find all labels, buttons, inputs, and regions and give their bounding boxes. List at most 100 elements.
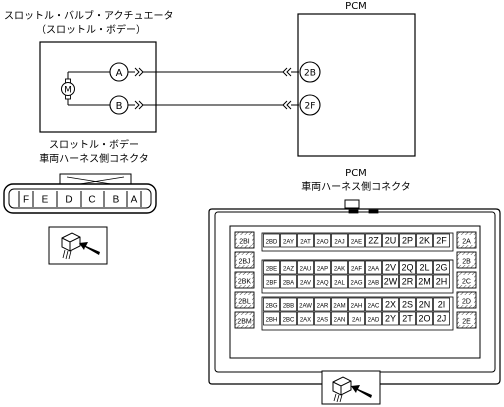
pcm-connector-subtitle: 車両ハーネス側コネクタ: [301, 180, 411, 193]
pcm-pin-label: 2AP: [317, 267, 328, 273]
pcm-pin-cell: [331, 274, 348, 289]
terminal-a-label: A: [116, 68, 123, 79]
throttle-connector-pin: A: [131, 195, 138, 206]
pcm-pin-label: 2AS: [317, 318, 328, 324]
pcm-pin-label: 2AM: [333, 304, 345, 310]
pcm-pin-cell: [348, 311, 365, 326]
pcm-pin-cell: [297, 274, 314, 289]
pcm-box: [297, 13, 416, 157]
throttle-body-box: [39, 41, 157, 133]
pcm-pin-cell: [382, 233, 399, 248]
pcm-pin-cell: [331, 311, 348, 326]
pcm-pin-label: 2AY: [283, 240, 294, 246]
pcm-pin-cell: [382, 297, 399, 312]
pcm-pin-cell: [263, 274, 280, 289]
pcm-pin-cell: [348, 297, 365, 312]
pcm-pin-cell: [382, 274, 399, 289]
pcm-pin-label: 2AK: [334, 267, 345, 273]
pcm-pin-label: 2AI: [352, 318, 361, 324]
pcm-pin-cell: [433, 311, 450, 326]
pcm-pin-cell: [416, 297, 433, 312]
pcm-pin-cell: [297, 260, 314, 275]
pcm-connector-title: PCM: [345, 168, 367, 179]
pcm-terminal-2f-circle: [299, 94, 321, 116]
pcm-pin-label: 2D: [462, 299, 471, 306]
pcm-pin-cell: [365, 260, 382, 275]
pcm-pin-label: 2G: [435, 263, 447, 273]
throttle-connector-pin: C: [88, 195, 95, 206]
pcm-pin-label: 2BB: [283, 304, 294, 310]
motor-symbol: M: [64, 86, 72, 96]
pcm-pin-cell: [280, 260, 297, 275]
pcm-pin-cell: [365, 311, 382, 326]
pcm-pin-label: 2AF: [351, 267, 362, 273]
pcm-pin-cell: [263, 297, 280, 312]
pcm-pin-label: 2AG: [350, 281, 362, 287]
pcm-pin-cell: [382, 311, 399, 326]
pcm-pin-label: 2F: [436, 236, 447, 246]
pcm-label: PCM: [345, 1, 367, 12]
pcm-pin-cell: [314, 233, 331, 248]
pcm-connector-housing: [208, 199, 501, 385]
pcm-pin-cell: [280, 297, 297, 312]
throttle-connector-pin: D: [65, 195, 72, 206]
pcm-pin-cell: [280, 311, 297, 326]
harness-wire-b: [128, 100, 292, 110]
pcm-pin-label: 2J: [437, 314, 447, 324]
pcm-pin-label: 2S: [402, 300, 413, 310]
pcm-pin-label: 2A: [462, 239, 471, 246]
pcm-pin-label: 2BH: [266, 318, 278, 324]
throttle-actuator-subtitle: （スロットル・ボデー）: [36, 23, 146, 36]
throttle-body-connector: [3, 173, 157, 214]
pcm-pin-label: 2V: [385, 263, 396, 273]
pcm-pin-cell: [314, 274, 331, 289]
pcm-pin-cell: [399, 311, 416, 326]
pcm-pin-cell: [433, 260, 450, 275]
pcm-pin-label: 2AL: [334, 281, 345, 287]
pcm-pin-label: 2AC: [368, 304, 380, 310]
pcm-pin-label: 2AT: [300, 240, 311, 246]
pcm-pin-cell: [399, 233, 416, 248]
pcm-pin-label: 2BM: [237, 319, 252, 326]
pcm-pin-label: 2K: [419, 236, 430, 246]
pcm-pin-cell: [416, 274, 433, 289]
pcm-pin-label: 2L: [419, 263, 429, 273]
pcm-pin-cell: [433, 233, 450, 248]
pcm-pin-label: 2AD: [368, 318, 380, 324]
pcm-pin-label: 2AE: [351, 240, 362, 246]
pcm-pin-cell: [382, 260, 399, 275]
pcm-pin-label: 2T: [402, 314, 413, 324]
pcm-pin-cell: [297, 311, 314, 326]
pcm-pin-cell: [263, 311, 280, 326]
pcm-pin-label: 2Z: [368, 236, 379, 246]
pcm-pin-label: 2AU: [300, 267, 312, 273]
pcm-pin-label: 2AZ: [283, 267, 294, 273]
pcm-pin-label: 2O: [418, 314, 430, 324]
pcm-pin-cell: [314, 297, 331, 312]
pcm-pin-label: 2Q: [401, 263, 413, 273]
pcm-pin-label: 2AQ: [316, 281, 328, 287]
pcm-pin-label: 2BA: [283, 281, 294, 287]
pcm-pin-label: 2BE: [266, 267, 277, 273]
pcm-pin-cell: [416, 311, 433, 326]
pcm-pin-label: 2BD: [266, 240, 278, 246]
pcm-pin-cell: [297, 233, 314, 248]
pcm-pin-label: 2P: [402, 236, 413, 246]
pcm-pin-label: 2E: [462, 319, 471, 326]
pcm-pin-label: 2H: [436, 277, 448, 287]
pcm-pin-label: 2BC: [283, 318, 295, 324]
pcm-pin-cell: [314, 260, 331, 275]
pcm-pin-label: 2M: [418, 277, 431, 287]
harness-wire-a: [128, 67, 292, 77]
pcm-pin-label: 2AH: [351, 304, 363, 310]
pcm-pin-cell: [331, 233, 348, 248]
pcm-pin-cell: [263, 233, 280, 248]
throttle-connector-pin: F: [23, 195, 29, 206]
pcm-pin-cell: [263, 260, 280, 275]
pcm-pin-label: 2AV: [300, 281, 311, 287]
pcm-pin-label: 2AO: [316, 240, 328, 246]
pcm-pin-cell: [365, 274, 382, 289]
